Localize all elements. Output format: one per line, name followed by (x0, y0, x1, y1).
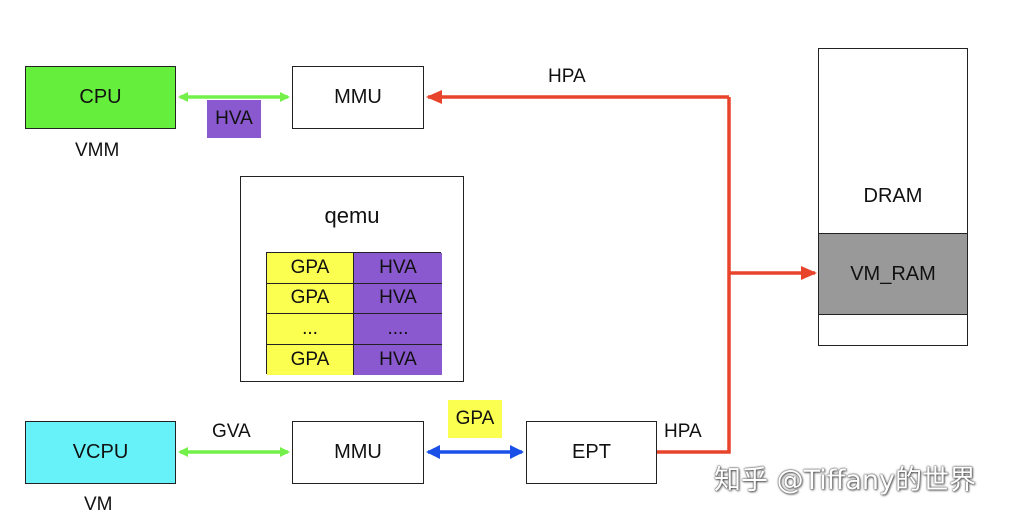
vmm-caption: VMM (75, 140, 120, 161)
qemu-gpa-cell: ... (267, 314, 354, 345)
gva-label: GVA (212, 421, 251, 442)
cpu-label: CPU (79, 86, 122, 108)
qemu-hva-cell: .... (354, 314, 442, 345)
hva-tag: HVA (207, 100, 261, 138)
qemu-hva-cell: HVA (354, 283, 442, 314)
cpu-box: CPU (25, 66, 176, 129)
qemu-gpa-cell: GPA (267, 253, 354, 284)
ept-hpa-line (657, 97, 731, 454)
qemu-hva-cell: HVA (354, 253, 442, 284)
vcpu-box: VCPU (25, 421, 176, 484)
qemu-gpa-cell: GPA (267, 344, 354, 375)
hpa-bottom-label: HPA (664, 421, 702, 442)
watermark-text: 知乎 @Tiffany的世界 (714, 465, 976, 496)
vmm-mmu-label: MMU (334, 86, 382, 108)
hpa-top-label: HPA (548, 66, 586, 87)
qemu-mapping-table: GPA HVA GPA HVA ... .... GPA HVA (266, 252, 442, 375)
vm-ram-label: VM_RAM (850, 262, 936, 285)
vm-caption: VM (84, 494, 113, 515)
hva-tag-label: HVA (215, 108, 253, 129)
qemu-gpa-cell: GPA (267, 283, 354, 314)
vmm-mmu-box: MMU (292, 66, 424, 129)
vm-mmu-label: MMU (334, 441, 382, 463)
ept-label: EPT (572, 441, 611, 463)
qemu-title: qemu (324, 203, 380, 228)
gpa-tag-label: GPA (455, 408, 495, 429)
qemu-hva-cell: HVA (354, 344, 442, 375)
gpa-tag: GPA (448, 400, 502, 438)
vm-mmu-box: MMU (292, 421, 424, 484)
vm-ram-region: VM_RAM (818, 233, 968, 315)
dram-label: DRAM (863, 185, 923, 207)
ept-box: EPT (526, 421, 657, 484)
vcpu-label: VCPU (72, 441, 129, 463)
